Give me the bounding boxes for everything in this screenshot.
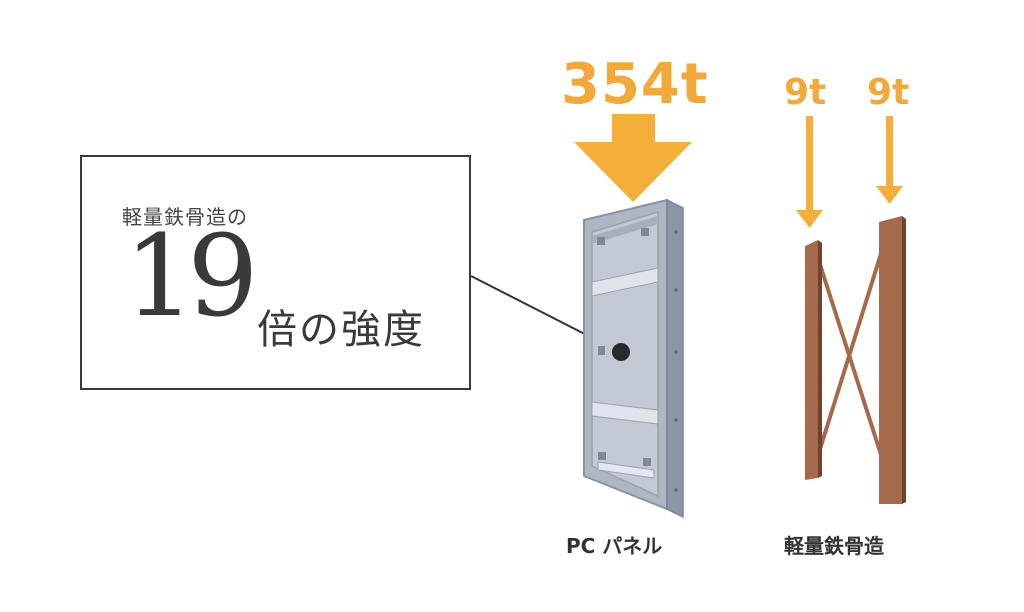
pc-load-arrow [574,114,692,202]
strength-multiplier: 19 [124,212,258,342]
strength-callout-box: 軽量鉄骨造の 19 倍の強度 [80,155,471,390]
pc-panel-caption: PC パネル [566,534,663,558]
panel-marker-dot [612,343,630,361]
pc-panel-illustration [583,198,684,519]
callout-label: 軽量鉄骨造の [122,205,248,229]
strength-suffix: 倍の強度 [257,307,425,353]
steel-frame-illustration [805,216,906,504]
steel-load-label-left: 9t [784,72,827,113]
steel-frame-caption: 軽量鉄骨造 [784,534,884,558]
pc-load-label: 354t [561,52,709,117]
steel-load-label-right: 9t [867,72,910,113]
steel-load-arrows [796,116,903,228]
